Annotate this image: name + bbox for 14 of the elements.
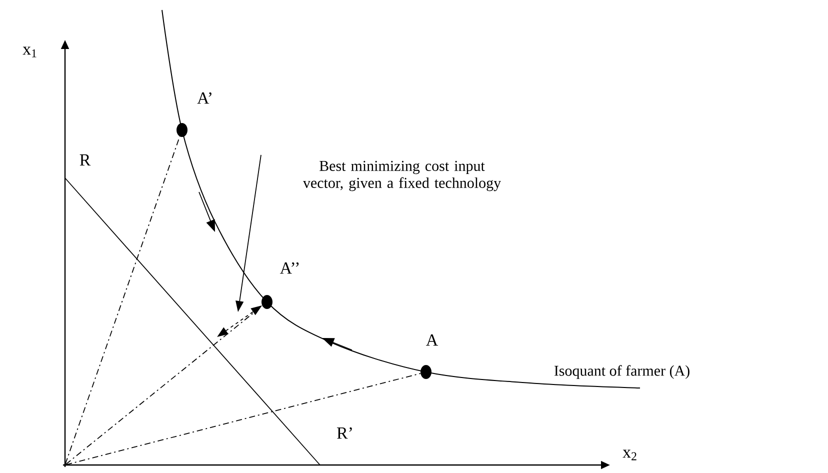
axis-label: x$_{1}$	[22, 46, 36, 58]
ray-line	[66, 372, 421, 466]
line-label: R	[80, 154, 91, 166]
callout-text: Best minimizing cost input vector, given a fixed technology	[302, 160, 501, 192]
point-dot	[262, 295, 272, 309]
point-label: A	[426, 334, 438, 346]
line-label: R’	[337, 427, 352, 439]
point-dot	[420, 365, 432, 379]
curve-label: Isoquant of farmer (A)	[554, 365, 690, 379]
point-label: A’	[197, 92, 212, 104]
point-dot	[176, 123, 188, 137]
point-label: A’’	[280, 262, 299, 274]
ray-line	[64, 136, 180, 464]
axis-label: x$_{2}$	[622, 450, 636, 460]
